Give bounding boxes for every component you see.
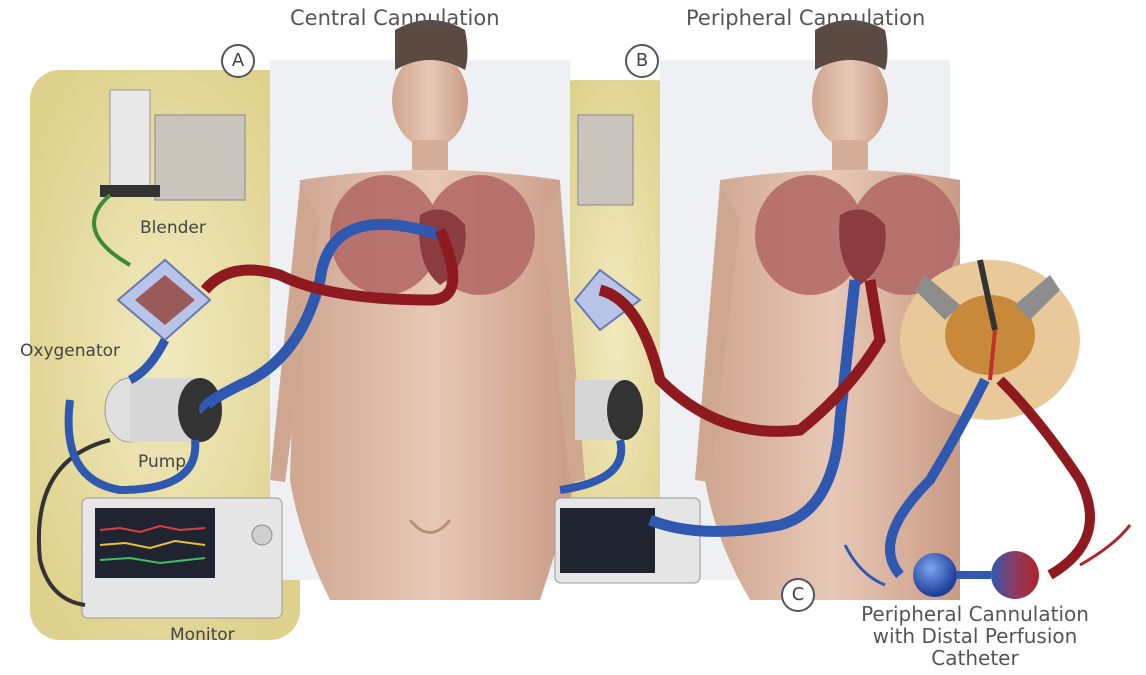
pump-label: Pump (138, 452, 186, 472)
monitor-device-a (82, 498, 282, 618)
monitor-device-b (555, 498, 700, 583)
panel-c-caption-line-3: Catheter (820, 647, 1130, 669)
blender-label: Blender (140, 218, 206, 238)
panel-b-letter: B (625, 44, 659, 78)
panel-c-caption: Peripheral Cannulation with Distal Perfu… (820, 603, 1130, 669)
pump-device-b (575, 380, 643, 440)
panel-c-caption-line-1: Peripheral Cannulation (820, 603, 1130, 625)
surgical-site-cutaway (900, 260, 1080, 420)
oxygenator-label: Oxygenator (20, 341, 120, 361)
monitor-label: Monitor (170, 625, 235, 645)
panel-a-title: Central Cannulation (290, 6, 500, 30)
venous-bulb-c (913, 553, 957, 597)
panel-a-letter: A (221, 44, 255, 78)
blender-device-b (578, 115, 633, 205)
mixed-bulb-c (991, 551, 1039, 599)
panel-c-caption-line-2: with Distal Perfusion (820, 625, 1130, 647)
panel-b-title: Peripheral Cannulation (686, 6, 925, 30)
panel-c-letter: C (781, 578, 815, 612)
